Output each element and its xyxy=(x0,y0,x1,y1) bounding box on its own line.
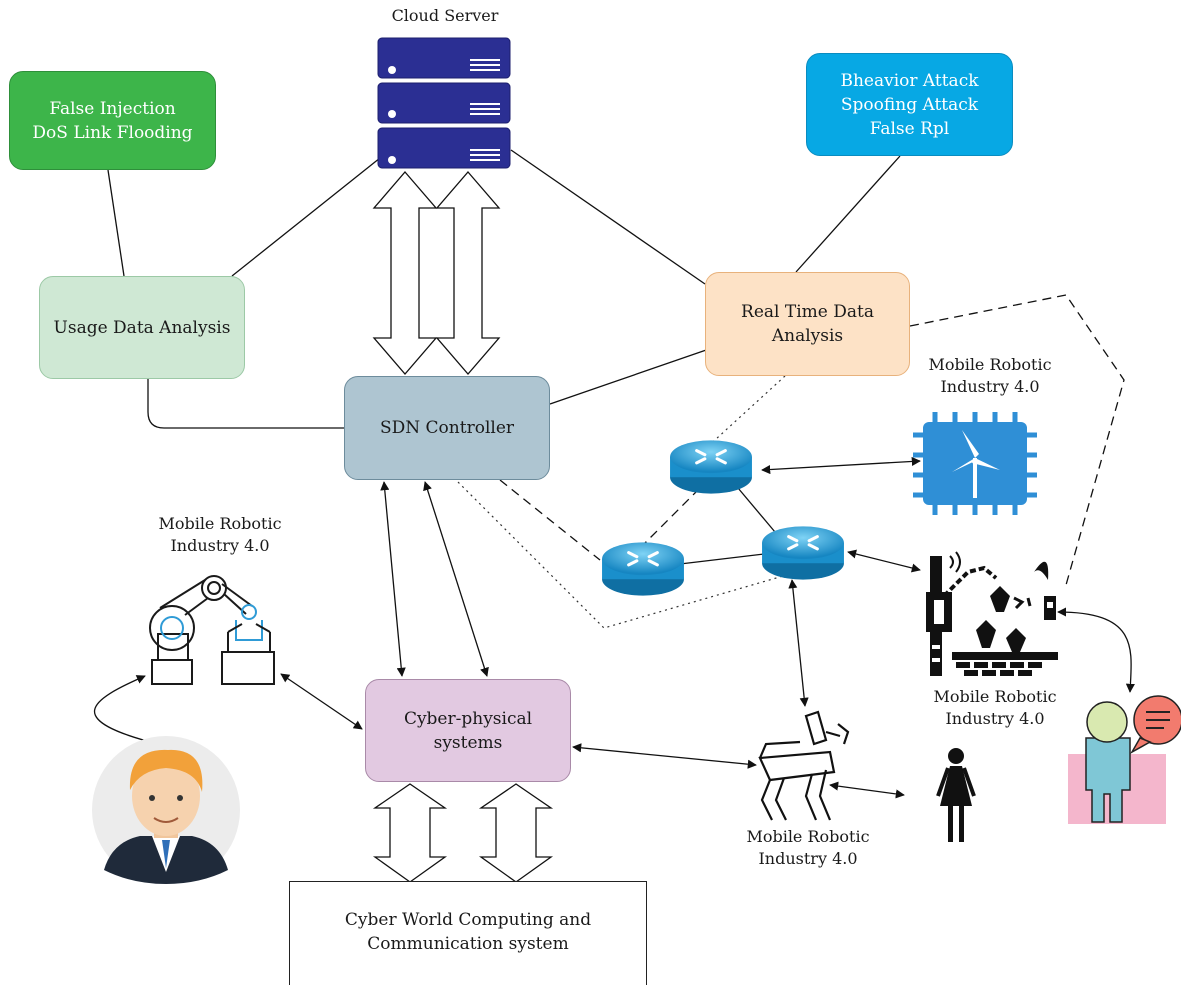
server-icon xyxy=(377,37,511,169)
person-speech-icon xyxy=(1068,695,1181,824)
robot-dog-icon xyxy=(758,710,850,821)
arrow-router-c-to-robotdog xyxy=(788,579,809,707)
woman-icon xyxy=(936,748,976,842)
double-arrow-bottom-right xyxy=(478,783,554,883)
robotic-label-left: Mobile Robotic Industry 4.0 xyxy=(158,514,282,555)
cloud-server-label: Cloud Server xyxy=(391,6,499,25)
line-router-a-to-c xyxy=(737,487,776,533)
line-usage-to-sdn xyxy=(147,379,344,429)
usage-data-analysis-box: Usage Data Analysis xyxy=(39,276,245,379)
robotic-label-top-right: Mobile Robotic Industry 4.0 xyxy=(928,355,1052,396)
router-icon-a xyxy=(668,438,754,496)
chip-windmill-icon xyxy=(913,412,1037,515)
cyber-world-box: Cyber World Computing and Communication … xyxy=(289,881,647,985)
double-arrow-bottom-left xyxy=(372,783,448,883)
robotic-label-bottom: Mobile Robotic Industry 4.0 xyxy=(746,827,870,868)
dotted-realtime-to-router xyxy=(703,375,786,451)
router-icon-b xyxy=(600,540,686,598)
server-unit-2 xyxy=(377,82,511,124)
double-arrow-left xyxy=(372,171,438,375)
double-arrow-right xyxy=(435,171,501,375)
arrow-cps-to-robotdog xyxy=(572,743,757,769)
server-unit-3 xyxy=(377,127,511,169)
arrow-sdn-to-cps-right xyxy=(423,481,489,677)
dashed-sdn-to-routers xyxy=(499,479,601,561)
farm-robot-icon xyxy=(926,551,1058,676)
connection-lines xyxy=(107,149,901,565)
line-server-to-realtime xyxy=(510,149,706,285)
businessman-avatar-icon xyxy=(92,736,240,884)
line-realtime-to-sdn xyxy=(549,347,713,405)
cps-cyberworld-arrows xyxy=(372,783,554,883)
arrow-sdn-to-cps-left xyxy=(380,481,406,677)
dotted-lines xyxy=(457,375,791,629)
arrow-robotarm-to-cps xyxy=(280,673,363,730)
arrow-robotdog-to-woman xyxy=(829,781,905,799)
dashed-realtime-to-farm xyxy=(909,294,1125,586)
attack-box-green: False Injection DoS Link Flooding xyxy=(9,71,216,170)
line-blue-to-realtime xyxy=(795,155,901,273)
robot-arm-icon xyxy=(149,575,275,685)
arrow-farm-to-person xyxy=(1057,607,1135,693)
robotic-label-right: Mobile Robotic Industry 4.0 xyxy=(933,687,1057,728)
line-green-to-usage xyxy=(107,169,125,277)
attack-box-blue: Bheavior Attack Spoofing Attack False Rp… xyxy=(806,53,1013,156)
dashed-lines xyxy=(499,294,1125,586)
realtime-data-analysis-box: Real Time Data Analysis xyxy=(705,272,910,376)
cyber-physical-systems-box: Cyber-physical systems xyxy=(365,679,571,782)
server-sdn-arrows xyxy=(372,171,501,375)
arrow-router-a-to-chip xyxy=(761,456,921,475)
thin-arrows xyxy=(93,456,1135,799)
server-unit-1 xyxy=(377,37,511,79)
line-usage-to-server xyxy=(231,157,381,277)
arrow-router-c-to-farm xyxy=(847,549,921,573)
line-router-b-to-c xyxy=(679,553,765,565)
sdn-controller-box: SDN Controller xyxy=(344,376,550,480)
dashed-router-b-to-a xyxy=(639,485,703,549)
router-icon-c xyxy=(760,524,846,582)
arrow-avatar-to-robotarm xyxy=(93,675,163,748)
